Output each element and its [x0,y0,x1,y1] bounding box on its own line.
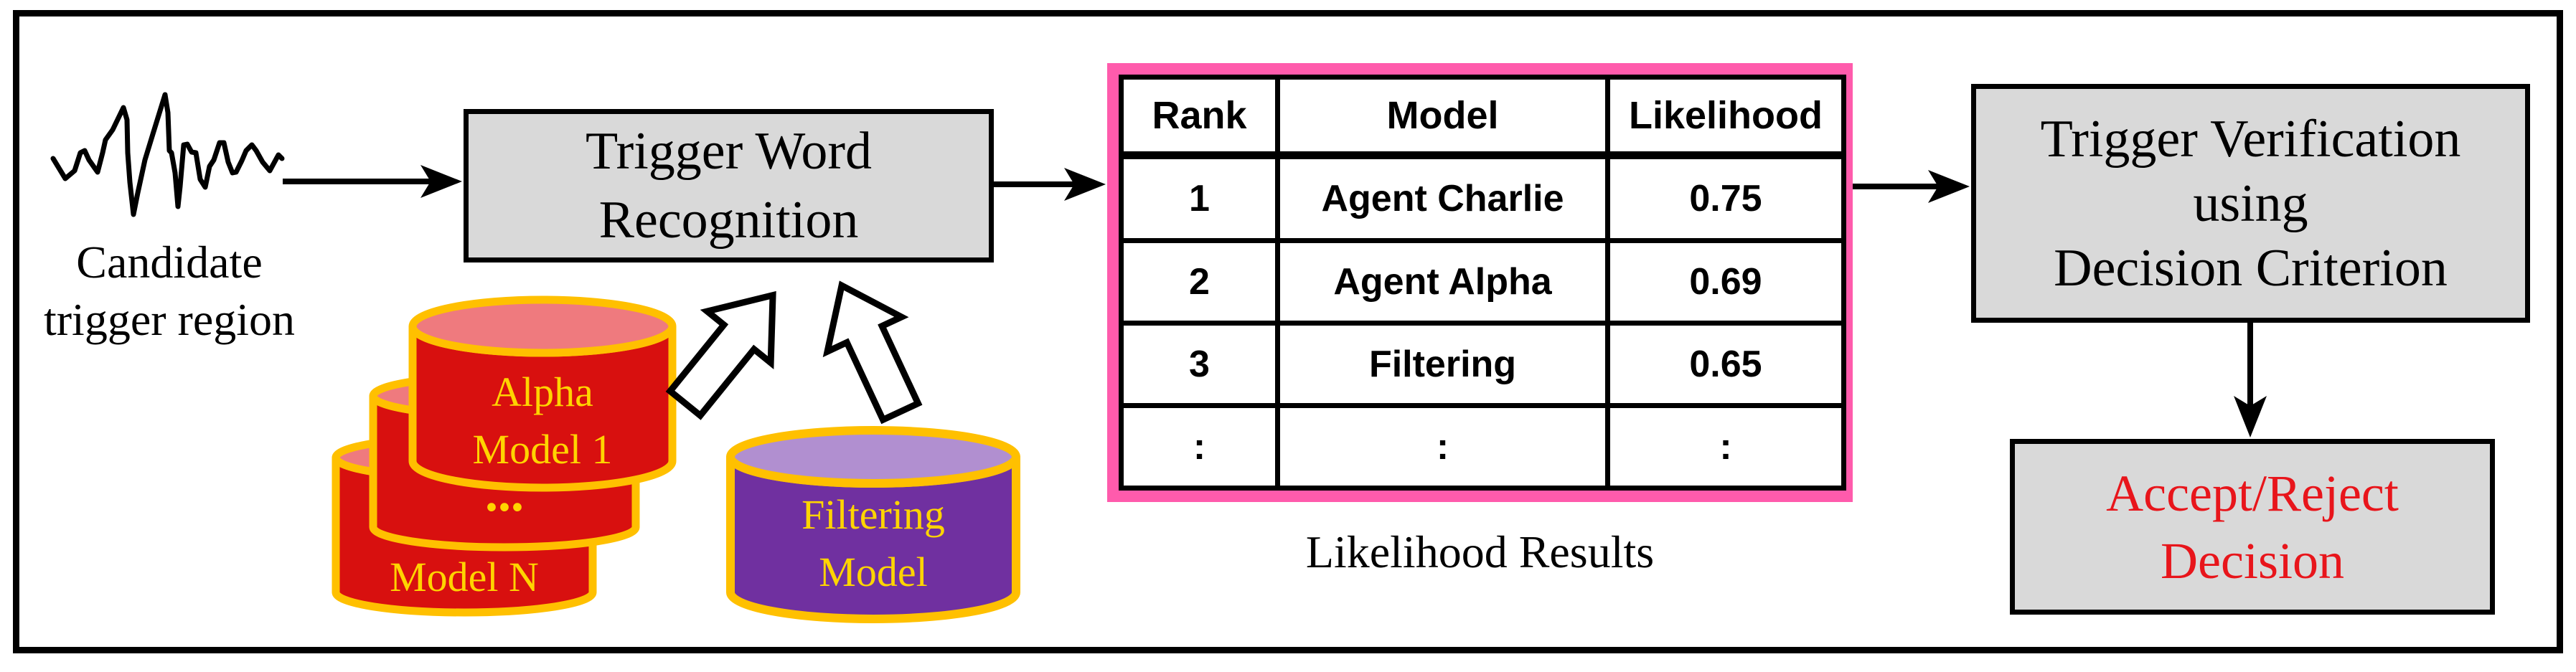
block-arrow-up-left-icon [665,290,776,420]
middle-cylinder-dots-label: ... [485,465,524,522]
table-row: 3 Filtering 0.65 [1119,320,1846,408]
cell-likelihood: 0.65 [1605,320,1846,408]
header-model: Model [1275,75,1610,159]
model-n-cylinder-label: Model N [390,554,539,600]
cell-model: Filtering [1275,320,1610,408]
trigger-word-recognition-box: Trigger Word Recognition [464,109,994,262]
verification-box-line3: Decision Criterion [2054,238,2448,298]
cell-rank: : [1119,402,1280,491]
cell-rank: 2 [1119,237,1280,326]
table-row: 2 Agent Alpha 0.69 [1119,237,1846,326]
block-arrow-up-right-icon [822,280,923,425]
header-likelihood: Likelihood [1605,75,1846,159]
cell-model: Agent Charlie [1275,153,1610,243]
table-row-ellipsis: : : : [1119,402,1846,491]
likelihood-results-caption: Likelihood Results [1305,526,1655,577]
decision-box-line1: Accept/Reject [2106,464,2399,522]
verification-box-line2: using [2193,174,2308,233]
alpha-cylinder-label-line1: Alpha [492,369,593,415]
candidate-trigger-region-label: Candidate trigger region [7,234,332,349]
diagram-border [13,10,2563,653]
decision-box-line2: Decision [2161,531,2344,590]
table-row: 1 Agent Charlie 0.75 [1119,153,1846,243]
filtering-cylinder-label-line2: Model [819,549,927,595]
verification-box-line1: Trigger Verification [2040,109,2461,169]
cell-likelihood: : [1605,402,1846,491]
recognition-box-line2: Recognition [598,191,859,250]
recognition-box-line1: Trigger Word [585,122,872,181]
alpha-cylinder-label-line2: Model 1 [473,426,613,473]
waveform-icon [50,92,285,217]
table-header-row: Rank Model Likelihood [1119,75,1846,159]
cell-likelihood: 0.75 [1605,153,1846,243]
flow-arrow-recognition-to-table [994,168,1106,201]
alpha-model-cylinder-icon [408,295,677,492]
filtering-model-cylinder-icon [726,426,1020,623]
cell-rank: 3 [1119,320,1280,408]
cell-likelihood: 0.69 [1605,237,1846,326]
filtering-cylinder-label-line1: Filtering [802,491,945,538]
cell-model: : [1275,402,1610,491]
cell-model: Agent Alpha [1275,237,1610,326]
header-rank: Rank [1119,75,1280,159]
flow-arrow-input-to-recognition [283,165,462,198]
accept-reject-decision-box: Accept/Reject Decision [2010,439,2495,615]
likelihood-results-table: Rank Model Likelihood 1 Agent Charlie 0.… [1107,63,1853,502]
cell-rank: 1 [1119,153,1280,243]
flow-arrow-verification-to-decision [2234,323,2267,437]
candidate-label-line2: trigger region [43,294,296,345]
candidate-label-line1: Candidate [76,237,263,288]
trigger-verification-box: Trigger Verification using Decision Crit… [1971,84,2530,323]
flow-arrow-table-to-verification [1853,170,1970,203]
results-table: Rank Model Likelihood 1 Agent Charlie 0.… [1119,75,1846,491]
